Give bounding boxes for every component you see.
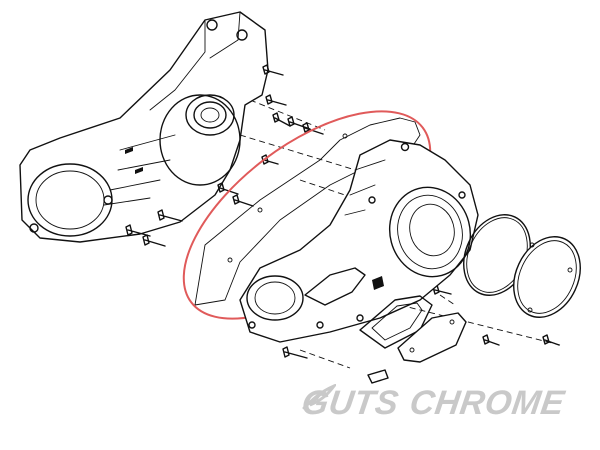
small-plate	[367, 369, 389, 384]
bolt	[542, 334, 560, 346]
bolt	[265, 94, 287, 106]
inspection-gasket	[359, 295, 433, 349]
outer-primary-cover	[239, 139, 479, 343]
bolt	[272, 112, 291, 127]
bolt	[142, 234, 166, 247]
inner-primary-housing	[19, 11, 269, 243]
watermark-word-right: CHROME	[407, 384, 568, 422]
watermark: GUTS CHROME	[299, 384, 568, 423]
derby-cover	[513, 236, 581, 318]
bolt	[262, 64, 284, 76]
inspection-cover	[397, 312, 467, 363]
bolt	[261, 154, 279, 165]
bolt	[302, 122, 324, 135]
bolt	[282, 346, 308, 359]
bolt	[482, 334, 500, 346]
bolt	[232, 194, 254, 207]
primary-gasket	[194, 117, 421, 306]
bolt	[157, 209, 183, 222]
